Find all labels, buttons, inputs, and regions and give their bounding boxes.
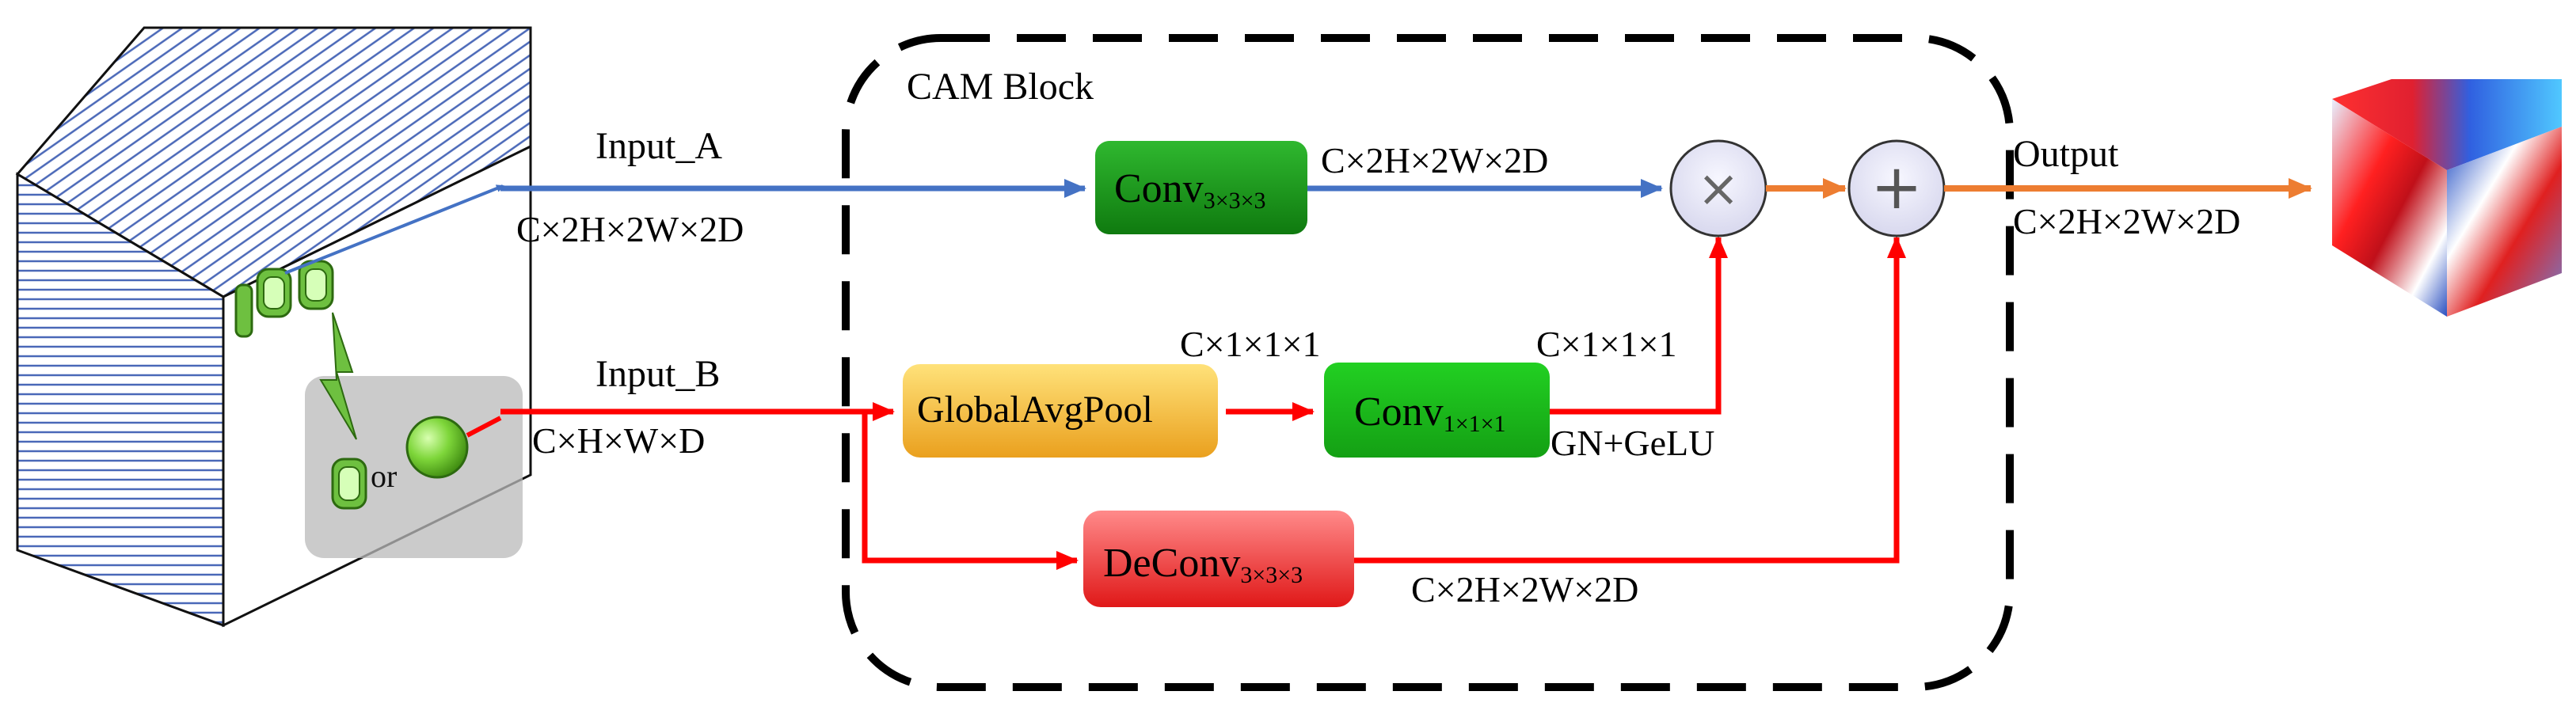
conv1-sub-text: 1×1×1 [1444,411,1506,437]
input-volume-cube: or [15,26,532,628]
conv3-out-shape: C×2H×2W×2D [1321,140,1548,180]
output-label: Output [2013,133,2119,175]
svg-text:Conv3×3×3: Conv3×3×3 [1114,166,1266,214]
add-operator: + [1847,139,1946,237]
deconv-sub-text: 3×3×3 [1240,562,1303,588]
conv1-box: Conv1×1×1 [1324,363,1550,458]
input-b-shape: C×H×W×D [532,420,705,461]
input-b-path [500,236,1906,570]
deconv-out-shape: C×2H×2W×2D [1411,569,1638,610]
global-avg-pool-text: GlobalAvgPool [917,389,1153,431]
output-volume-cube [2332,79,2562,317]
global-avg-pool-box: GlobalAvgPool [903,364,1218,458]
conv1-main-text: Conv [1354,389,1444,435]
conv3-main-text: Conv [1114,166,1204,211]
pool-out-shape: C×1×1×1 [1180,324,1321,364]
svg-text:DeConv3×3×3: DeConv3×3×3 [1103,541,1303,588]
deconv-main-text: DeConv [1103,541,1240,586]
conv3-box: Conv3×3×3 [1095,141,1307,234]
cam-block-title: CAM Block [907,66,1094,108]
svg-text:Conv1×1×1: Conv1×1×1 [1354,389,1506,437]
input-a-label: Input_A [595,125,722,167]
output-shape: C×2H×2W×2D [2013,201,2240,241]
multiply-symbol: × [1697,160,1740,218]
conv1-out-shape: C×1×1×1 [1536,324,1677,364]
input-b-label: Input_B [595,353,720,395]
input-a-shape: C×2H×2W×2D [516,209,744,249]
input-b-glyph: or [331,416,469,510]
or-glyph-text: or [371,458,397,494]
cam-block-frame [842,34,2014,691]
add-symbol: + [1870,152,1922,223]
lightning-connector-icon [319,312,357,440]
input-a-glyph [234,260,334,338]
multiply-operator: × [1669,139,1767,237]
conv3-sub-text: 3×3×3 [1204,188,1266,214]
deconv-box: DeConv3×3×3 [1083,511,1354,607]
norm-activation-label: GN+GeLU [1551,423,1714,463]
